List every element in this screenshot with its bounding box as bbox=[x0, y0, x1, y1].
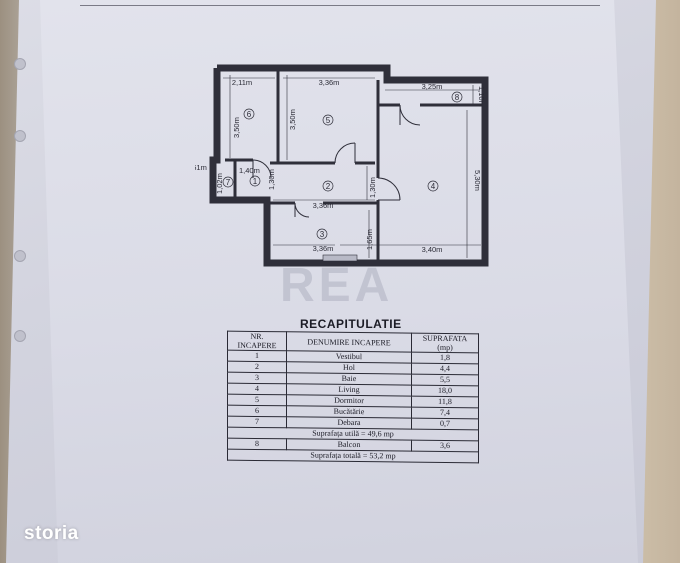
room-marker bbox=[322, 114, 334, 126]
punch-hole bbox=[14, 250, 26, 262]
cell-nr: 2 bbox=[227, 361, 287, 373]
table-title: RECAPITULATIE bbox=[300, 317, 402, 331]
cell-area: 1,8 bbox=[411, 352, 479, 364]
dim-label: 3,36m bbox=[313, 244, 334, 253]
dim-label: 3,50m bbox=[232, 117, 241, 138]
dim-label: 3,36m bbox=[319, 78, 340, 87]
storia-logo: storia bbox=[24, 523, 79, 544]
room-marker bbox=[316, 228, 328, 240]
outer-walls bbox=[209, 64, 489, 267]
total-area-cell: Suprafața totală = 53,2 mp bbox=[227, 449, 479, 463]
dim-label: 1,10m bbox=[477, 86, 486, 107]
total-area-row: Suprafața totală = 53,2 mp bbox=[227, 449, 479, 463]
dimension-lines bbox=[223, 75, 481, 258]
room-number: 1 bbox=[253, 177, 258, 186]
window bbox=[322, 254, 358, 262]
cell-area: 18,0 bbox=[411, 385, 479, 397]
cell-nr: 5 bbox=[227, 394, 287, 406]
page-top-line bbox=[80, 5, 600, 6]
room-marker bbox=[222, 176, 234, 188]
room-number: 3 bbox=[320, 230, 325, 239]
room-number: 2 bbox=[326, 182, 331, 191]
cell-area: 4,4 bbox=[411, 363, 479, 375]
room-number: 4 bbox=[431, 182, 436, 191]
dim-label: 1,40m bbox=[239, 166, 260, 175]
cell-nr: 4 bbox=[227, 383, 287, 395]
room-marker bbox=[451, 91, 463, 103]
cell-area: 7,4 bbox=[411, 407, 479, 419]
door-swings bbox=[252, 104, 421, 218]
room-marker bbox=[249, 175, 261, 187]
punch-hole bbox=[14, 330, 26, 342]
room-number: 8 bbox=[455, 93, 460, 102]
dim-label: 3,50m bbox=[288, 109, 297, 130]
dim-label: 3,40m bbox=[422, 245, 443, 254]
table-header-row: NR. INCAPERE DENUMIRE INCAPERE SUPRAFATA… bbox=[227, 331, 479, 353]
cell-nr: 3 bbox=[227, 372, 287, 384]
room-marker bbox=[243, 108, 255, 120]
cell-area: 11,8 bbox=[411, 396, 479, 408]
room-number: 5 bbox=[326, 116, 331, 125]
recap-table: NR. INCAPERE DENUMIRE INCAPERE SUPRAFATA… bbox=[227, 331, 479, 464]
room-marker bbox=[322, 180, 334, 192]
dim-label: 0,61m bbox=[195, 163, 207, 172]
dim-label: 1,02m bbox=[215, 173, 224, 194]
punch-hole bbox=[14, 58, 26, 70]
cell-nr: 7 bbox=[227, 416, 287, 428]
cell-area: 0,7 bbox=[411, 418, 479, 430]
room-number: 7 bbox=[226, 178, 231, 187]
punch-hole bbox=[14, 130, 26, 142]
cell-nr: 8 bbox=[227, 438, 287, 450]
cell-area: 5,5 bbox=[411, 374, 479, 386]
dim-label: 1,30m bbox=[267, 169, 276, 190]
cell-nr: 1 bbox=[227, 350, 287, 362]
floor-plan: 2,11m 3,36m 3,25m 1,10m 3,50m 3,50m 5,30… bbox=[195, 64, 489, 267]
header-nr: NR. INCAPERE bbox=[227, 331, 287, 351]
room-marker bbox=[427, 180, 439, 192]
cell-nr: 6 bbox=[227, 405, 287, 417]
dim-label: 2,11m bbox=[232, 78, 252, 87]
dim-label: 5,30m bbox=[473, 170, 482, 191]
document-page bbox=[40, 0, 638, 563]
dim-label: 3,36m bbox=[313, 201, 334, 210]
room-number: 6 bbox=[247, 110, 252, 119]
header-name: DENUMIRE INCAPERE bbox=[286, 331, 412, 353]
header-area: SUPRAFATA (mp) bbox=[411, 333, 479, 353]
dim-label: 1,30m bbox=[368, 177, 377, 198]
watermark-logo: REA bbox=[280, 259, 394, 312]
dim-label: 1,65m bbox=[365, 229, 374, 250]
inner-walls bbox=[225, 70, 485, 263]
cell-area: 3,6 bbox=[411, 440, 479, 452]
dim-label: 3,25m bbox=[422, 82, 443, 91]
